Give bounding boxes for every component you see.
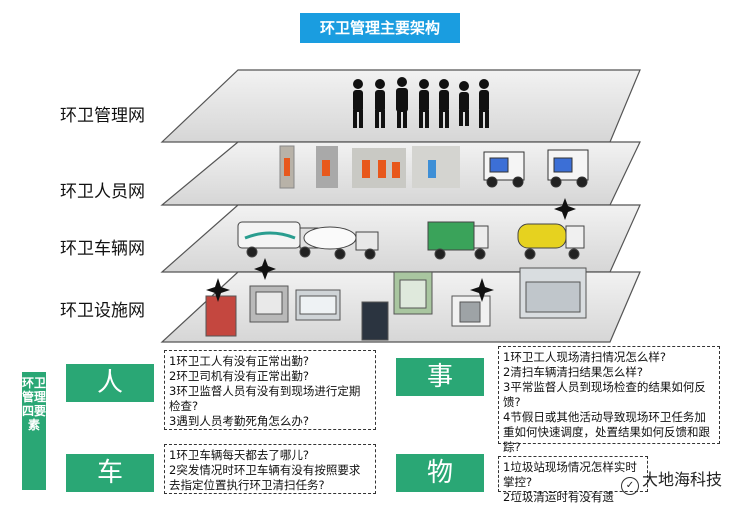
element-tile-affairs: 事: [396, 358, 484, 396]
person-item: 1环卫工人有没有正常出勤?: [169, 354, 309, 368]
affairs-item: 1环卫工人现场清扫情况怎么样?: [503, 350, 666, 364]
person-item: 3遇到人员考勤死角怎么办?: [169, 414, 309, 428]
vehicle-item: 2突发情况时环卫车辆有没有按照要求去指定位置执行环卫清扫任务?: [169, 463, 361, 492]
four-elements-side-label: 环卫管理四要素: [22, 372, 46, 490]
vehicle-item: 1环卫车辆每天都去了哪儿?: [169, 448, 309, 462]
diagram-title: 环卫管理主要架构: [300, 13, 460, 43]
objects-item: 2垃圾清运时有没有遗: [503, 490, 614, 504]
vehicle-icons: [237, 221, 585, 260]
affairs-item: 2清扫车辆清扫结果怎么样?: [503, 365, 643, 379]
sparkle-icon: [206, 198, 576, 302]
layer-stack: [160, 69, 641, 343]
element-box-vehicle: 1环卫车辆每天都去了哪儿? 2突发情况时环卫车辆有没有按照要求去指定位置执行环卫…: [164, 444, 376, 494]
person-item: 3环卫监督人员有没有到现场进行定期检查?: [169, 384, 361, 413]
affairs-item: 4节假日或其他活动导致现场环卫任务加重如何快速调度，处置结果如何反馈和跟踪?: [503, 410, 710, 454]
tricycle-icon: [483, 149, 589, 188]
element-tile-objects: 物: [396, 454, 484, 492]
layer-label-facility: 环卫设施网: [60, 301, 145, 321]
layer-label-management: 环卫管理网: [60, 106, 145, 126]
element-tile-vehicle: 车: [66, 454, 154, 492]
element-tile-person: 人: [66, 364, 154, 402]
affairs-item: 3平常监督人员到现场检查的结果如何反馈?: [503, 380, 706, 409]
worker-photos: [279, 145, 460, 189]
wechat-icon: ✓: [620, 477, 639, 495]
facility-icons: [205, 267, 587, 341]
person-item: 2环卫司机有没有正常出勤?: [169, 369, 309, 383]
element-box-objects: 1垃圾站现场情况怎样实时掌控? 2垃圾清运时有没有遗: [498, 456, 648, 504]
watermark: ✓大地海科技: [620, 466, 722, 495]
people-silhouettes-icon: [353, 77, 489, 128]
objects-item: 1垃圾站现场情况怎样实时掌控?: [503, 460, 637, 489]
layer-label-personnel: 环卫人员网: [60, 182, 145, 202]
element-box-affairs: 1环卫工人现场清扫情况怎么样? 2清扫车辆清扫结果怎么样? 3平常监督人员到现场…: [498, 346, 720, 454]
watermark-text: 大地海科技: [641, 470, 722, 489]
element-box-person: 1环卫工人有没有正常出勤? 2环卫司机有没有正常出勤? 3环卫监督人员有没有到现…: [164, 350, 376, 430]
layer-label-vehicle: 环卫车辆网: [60, 239, 145, 259]
